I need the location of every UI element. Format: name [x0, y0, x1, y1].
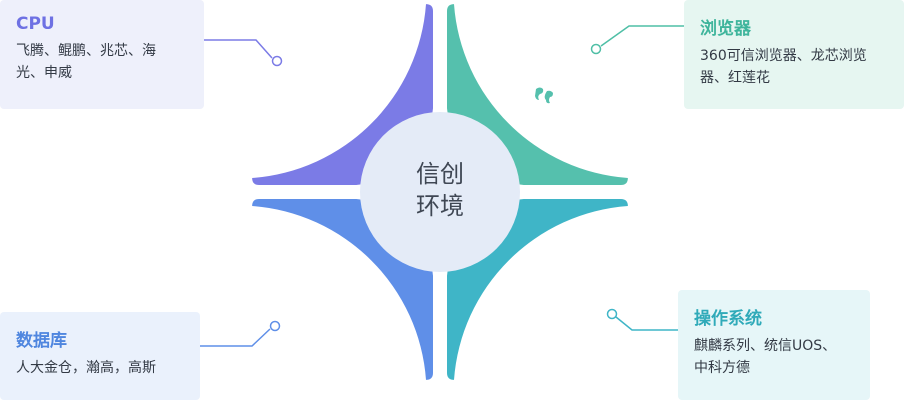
card-cpu-desc-line2: 光、申威: [16, 65, 72, 81]
card-browser: 浏览器 360可信浏览器、龙芯浏览 器、红莲花: [684, 0, 904, 109]
center-label: 信创 环境: [380, 158, 500, 222]
center-circle: [360, 112, 520, 272]
connector-os: [615, 316, 678, 331]
card-database-desc-line1: 人大金仓，瀚高，高斯: [16, 360, 156, 376]
card-cpu: CPU 飞腾、鲲鹏、兆芯、海 光、申威: [0, 0, 204, 109]
connector-database: [200, 328, 271, 347]
card-browser-desc-line2: 器、红莲花: [700, 70, 770, 86]
card-os-desc-line1: 麒麟系列、统信UOS、: [694, 338, 837, 354]
card-database-title: 数据库: [16, 331, 67, 351]
connector-dot-browser: [590, 43, 602, 55]
center-label-line2: 环境: [416, 192, 464, 220]
connector-dot-os: [606, 308, 618, 320]
card-cpu-title: CPU: [16, 14, 55, 34]
card-cpu-desc-line1: 飞腾、鲲鹏、兆芯、海: [16, 43, 156, 59]
card-os-title: 操作系统: [694, 309, 762, 329]
card-os-desc-line2: 中科方德: [694, 360, 750, 376]
card-browser-desc-line1: 360可信浏览器、龙芯浏览: [700, 48, 867, 64]
card-os: 操作系统 麒麟系列、统信UOS、 中科方德: [678, 290, 870, 400]
connector-browser: [600, 25, 684, 47]
connector-dot-cpu: [271, 55, 283, 67]
command-icon: [535, 268, 553, 294]
globe-icon: [532, 84, 556, 108]
card-database: 数据库 人大金仓，瀚高，高斯: [0, 312, 200, 400]
connector-dot-database: [269, 320, 281, 332]
database-icon: [324, 267, 348, 293]
connector-cpu: [204, 39, 273, 59]
card-browser-title: 浏览器: [700, 19, 751, 39]
cpu-chip-icon-text: CPU: [327, 94, 341, 102]
center-label-line1: 信创: [416, 160, 464, 188]
cpu-chip-icon: CPU: [319, 81, 349, 111]
